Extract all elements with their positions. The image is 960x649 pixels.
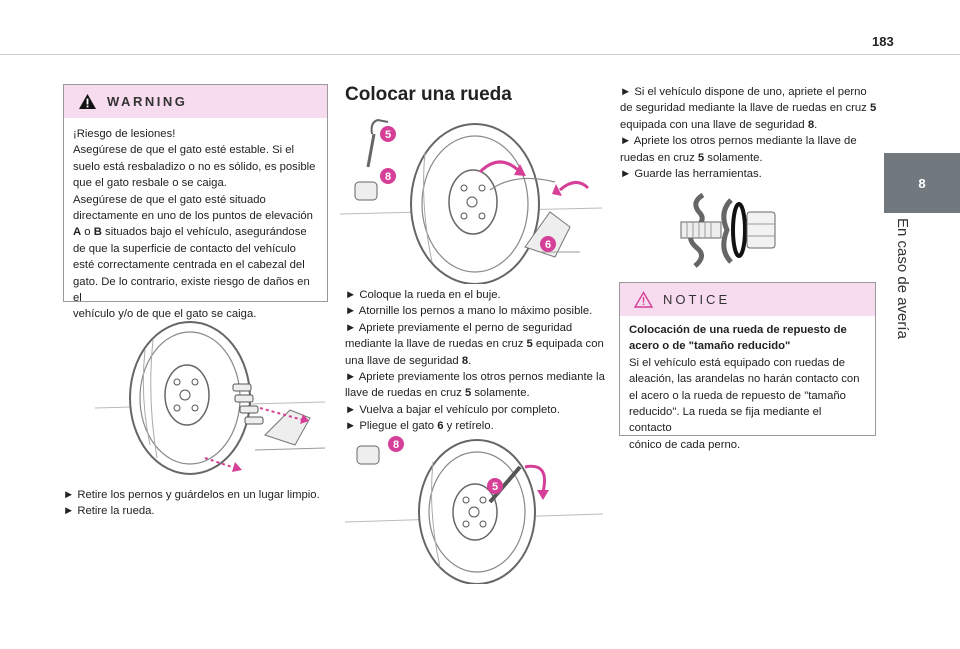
warning-line: que el gato resbale o se caiga.: [73, 177, 227, 190]
notice-title: NOTICE: [663, 292, 731, 307]
warning-text: o: [81, 226, 94, 239]
step-fragment: .: [468, 354, 472, 367]
warning-line: de que la superficie de contacto del veh…: [73, 242, 296, 255]
warning-box: WARNING ¡Riesgo de lesiones! Asegúrese d…: [63, 84, 328, 320]
step-text: ► Apriete los otros pernos mediante la l…: [620, 135, 857, 148]
step-text: ► Retire los pernos y guárdelos en un lu…: [63, 489, 320, 501]
step-fragment: mediante la llave de ruedas en cruz: [345, 338, 527, 351]
ref-number: 5: [869, 102, 877, 115]
step-text: ► Apriete previamente los otros pernos m…: [345, 371, 605, 384]
warning-line: suelo está resbaladizo o no es sólido, e…: [73, 160, 316, 173]
step-fragment: de seguridad mediante la llave de ruedas…: [620, 102, 870, 115]
warning-text: situados bajo el vehículo, asegurándose: [101, 226, 307, 239]
warning-title: WARNING: [107, 94, 188, 109]
step-text: ruedas en cruz 5 solamente.: [620, 150, 880, 166]
chapter-number: 8: [918, 175, 926, 191]
warning-line: gato. De lo contrario, existe riesgo de …: [73, 275, 310, 305]
page-number: 183: [872, 34, 894, 49]
step-fragment: solamente.: [704, 151, 763, 164]
step-fragment: equipada con una llave de seguridad: [620, 118, 808, 131]
step-text: ► Vuelva a bajar el vehículo por complet…: [345, 403, 560, 416]
step-text: ► Pliegue el gato 6 y retírelo.: [345, 418, 605, 434]
section-title: Colocar una rueda: [345, 84, 512, 105]
ref-number: 5: [526, 338, 533, 351]
warning-line: vehículo y/o de que el gato se caiga.: [73, 308, 257, 321]
chapter-title: En caso de avería: [894, 218, 911, 339]
notice-box: NOTICE Colocación de una rueda de repues…: [619, 282, 876, 451]
step-text: ► Retire la rueda.: [63, 505, 155, 518]
warning-line: Asegúrese de que el gato esté estable. S…: [73, 144, 295, 157]
ref-number: 5: [464, 387, 472, 400]
mount-wheel-illustration: 5 8 6: [340, 118, 602, 284]
step-text: mediante la llave de ruedas en cruz 5 eq…: [345, 336, 605, 352]
chapter-tab[interactable]: 8: [884, 153, 960, 213]
step-text: de seguridad mediante la llave de ruedas…: [620, 100, 880, 116]
step-fragment: equipada con: [532, 338, 604, 351]
step-text: llave de ruedas en cruz 5 solamente.: [345, 385, 605, 401]
label-5: 5: [385, 129, 391, 141]
notice-line: el acero o la rueda de repuesto de "tama…: [629, 389, 846, 402]
step-text: equipada con una llave de seguridad 8.: [620, 117, 880, 133]
point-a: A: [73, 226, 82, 239]
ref-number: 5: [697, 151, 705, 164]
step-fragment: llave de ruedas en cruz: [345, 387, 465, 400]
step-text: ► Si el vehículo dispone de uno, apriete…: [620, 86, 867, 98]
notice-header: NOTICE: [620, 283, 875, 316]
label-8: 8: [385, 171, 391, 183]
remove-wheel-illustration: [95, 321, 325, 475]
warning-icon: [79, 94, 96, 109]
step-fragment: ruedas en cruz: [620, 151, 698, 164]
label-8: 8: [393, 439, 399, 451]
warning-line-points: A o B situados bajo el vehículo, asegurá…: [73, 224, 318, 240]
notice-heading: Colocación de una rueda de repuesto de: [629, 322, 866, 338]
notice-icon: [634, 291, 653, 308]
notice-line: cónico de cada perno.: [629, 438, 741, 451]
step-fragment: y retírelo.: [443, 420, 494, 433]
label-5: 5: [492, 481, 498, 493]
notice-heading-line: Colocación de una rueda de repuesto de: [629, 324, 847, 336]
step-text: ► Coloque la rueda en el buje.: [345, 289, 501, 301]
notice-heading-line: acero o de "tamaño reducido": [629, 340, 791, 353]
warning-line: directamente en uno de los puntos de ele…: [73, 210, 313, 223]
tighten-bolts-illustration: 8 5: [345, 436, 603, 584]
notice-line: Si el vehículo está equipado con ruedas …: [629, 356, 846, 369]
header-rule: [0, 54, 960, 55]
step-text: ► Guarde las herramientas.: [620, 168, 762, 181]
warning-line: Asegúrese de que el gato esté situado: [73, 193, 266, 206]
step-fragment: una llave de seguridad: [345, 354, 462, 367]
bolt-washer-illustration: [680, 192, 776, 268]
step-fragment: ► Pliegue el gato: [345, 420, 438, 433]
right-steps: ► Si el vehículo dispone de uno, apriete…: [620, 84, 880, 182]
warning-line: ¡Riesgo de lesiones!: [73, 128, 176, 140]
middle-steps: ► Coloque la rueda en el buje. ► Atornil…: [345, 287, 605, 435]
ref-number: 8: [461, 354, 469, 367]
step-fragment: .: [814, 118, 818, 131]
warning-line: esté correctamente centrada en el cabeza…: [73, 259, 305, 272]
notice-body: Colocación de una rueda de repuesto de a…: [620, 316, 875, 461]
warning-header: WARNING: [64, 85, 327, 118]
ref-number: 8: [807, 118, 815, 131]
notice-heading: acero o de "tamaño reducido": [629, 338, 866, 354]
chapter-title-vertical: En caso de avería: [878, 218, 918, 418]
notice-line: aleación, las arandelas no harán contact…: [629, 373, 860, 386]
label-6: 6: [545, 239, 551, 251]
left-steps: ► Retire los pernos y guárdelos en un lu…: [63, 487, 328, 520]
warning-body: ¡Riesgo de lesiones! Asegúrese de que el…: [64, 118, 327, 331]
notice-line: reducido". La rueda se fija mediante el …: [629, 406, 822, 435]
ref-number: 6: [437, 420, 444, 433]
step-text: ► Apriete previamente el perno de seguri…: [345, 321, 573, 334]
step-fragment: solamente.: [471, 387, 530, 400]
step-text: ► Atornille los pernos a mano lo máximo …: [345, 305, 593, 318]
point-b: B: [93, 226, 102, 239]
step-text: una llave de seguridad 8.: [345, 353, 605, 369]
